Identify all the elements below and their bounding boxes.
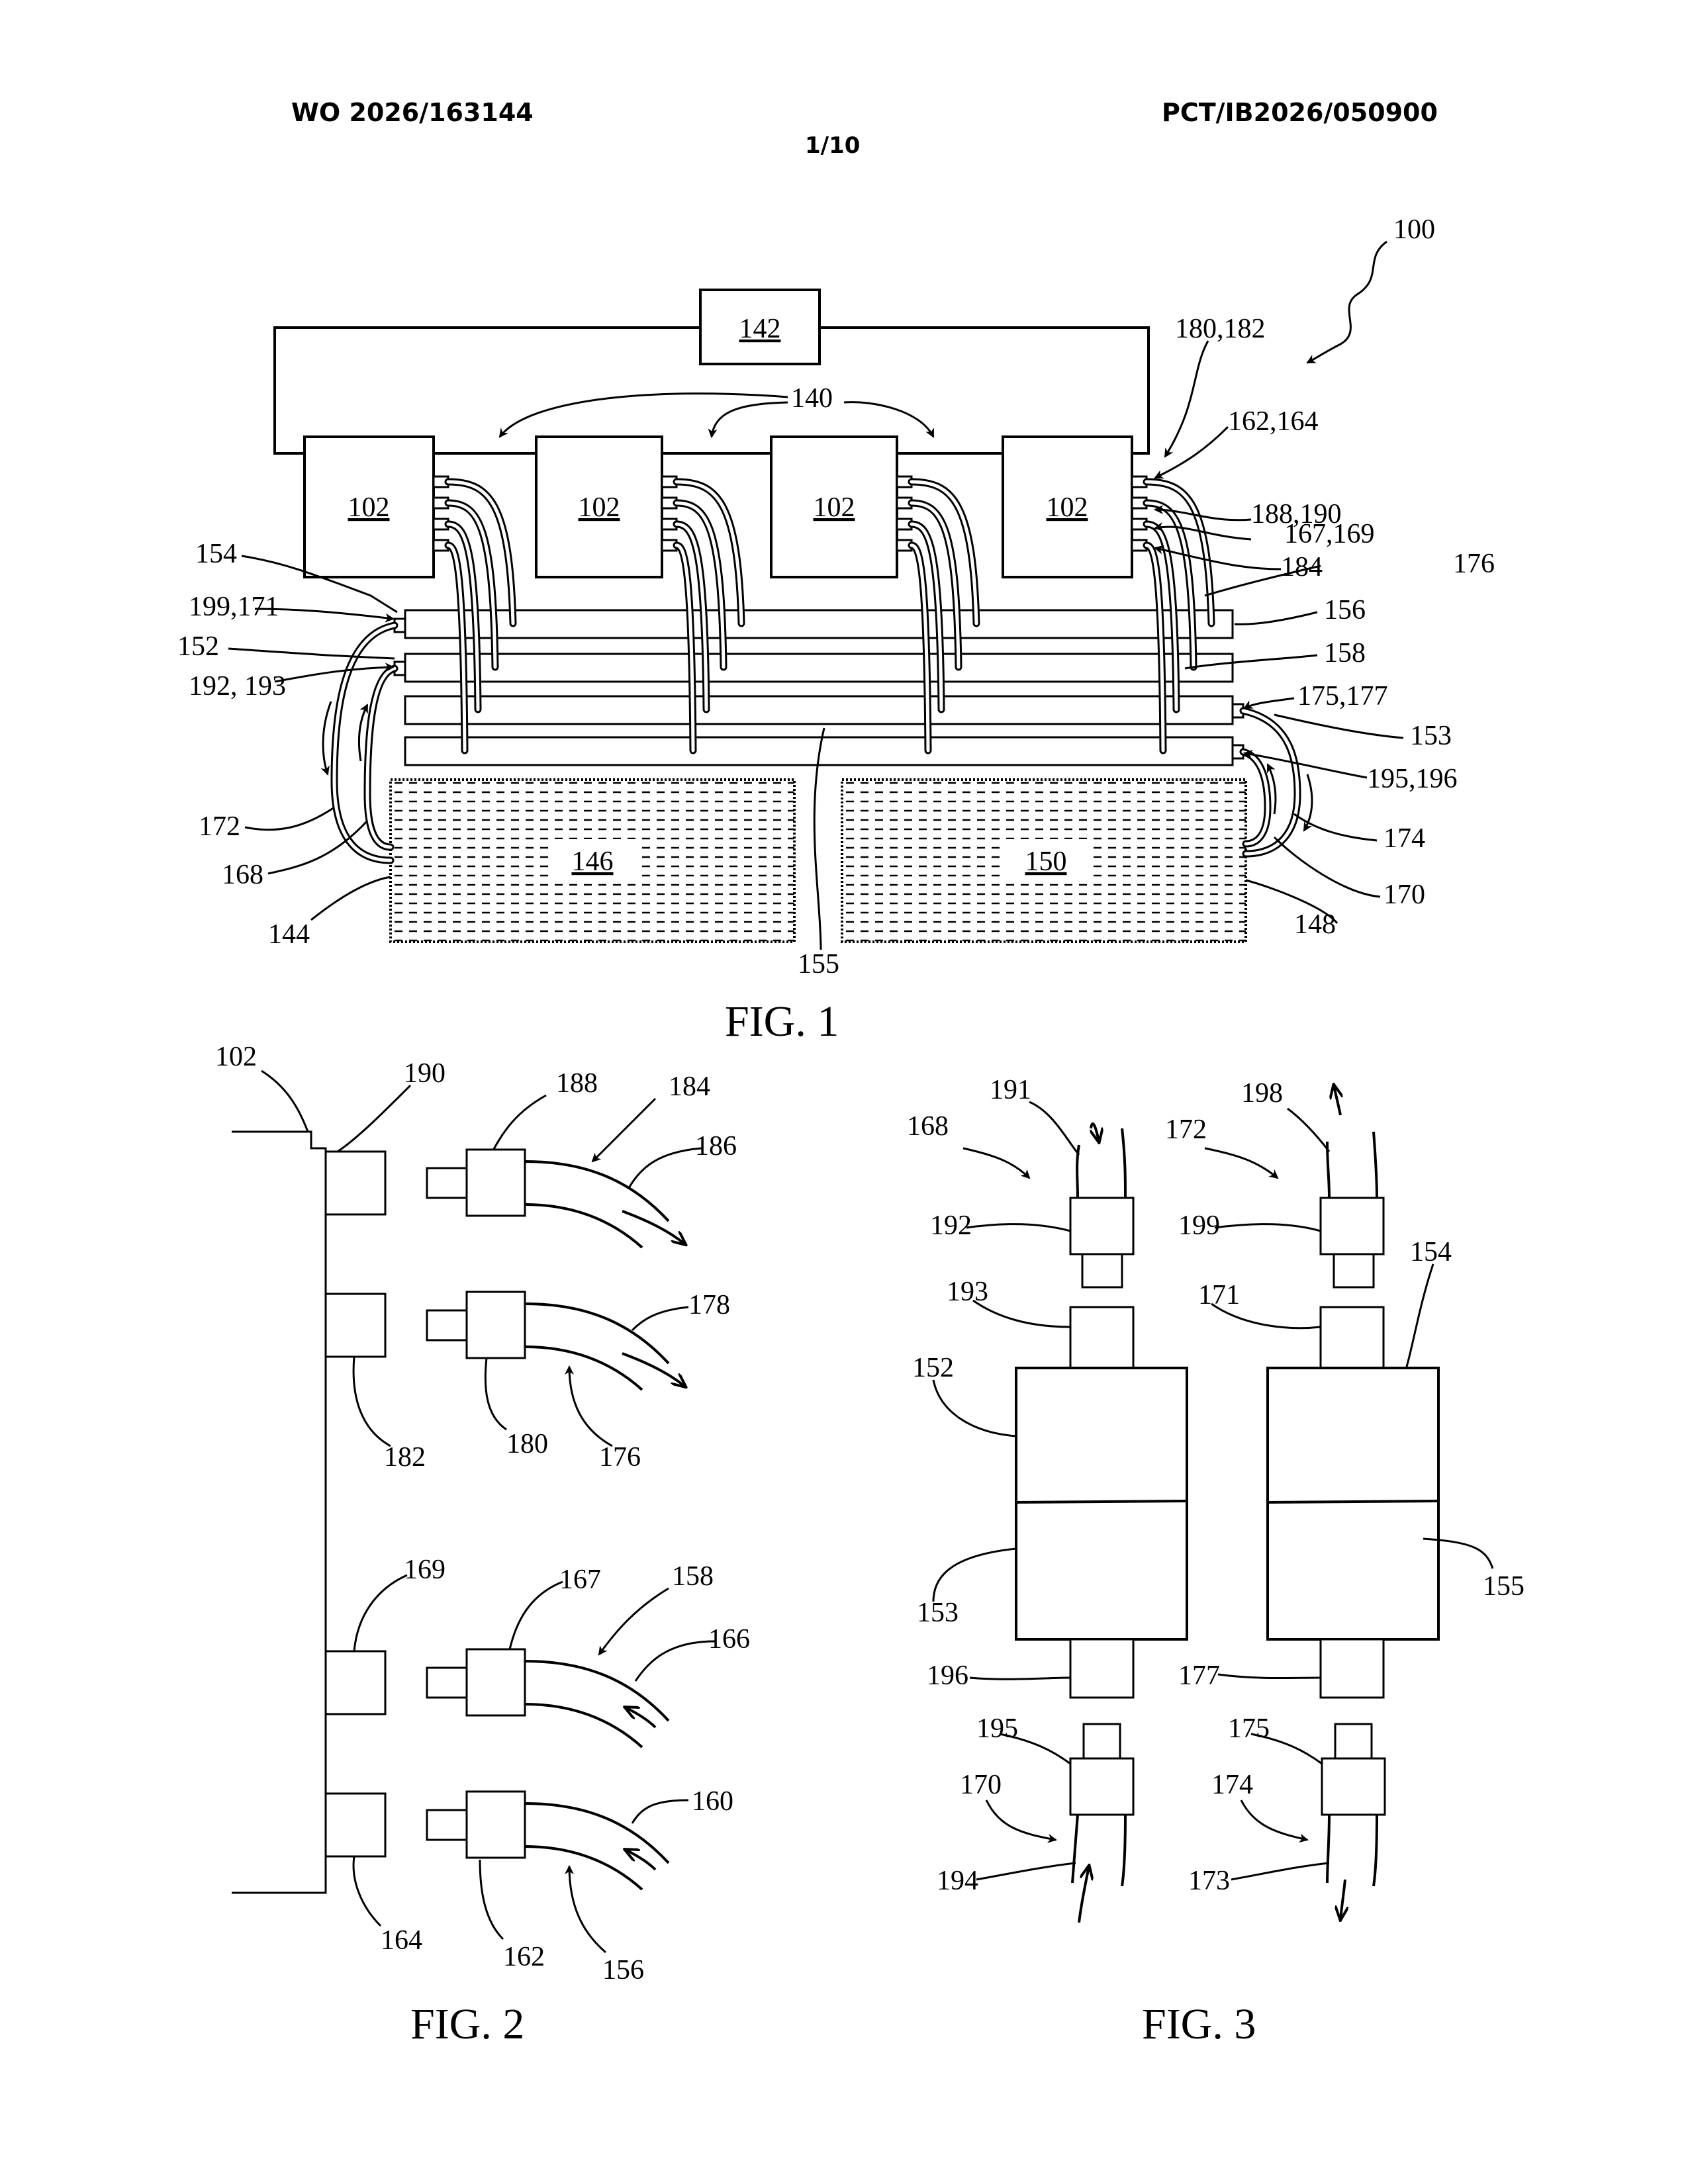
- ref-144: 144: [268, 919, 310, 950]
- ref-167: 167: [559, 1565, 601, 1595]
- tank-left: 146: [391, 780, 794, 942]
- ref-140: 140: [791, 383, 833, 414]
- ref-168: 168: [222, 860, 263, 890]
- ref-164: 164: [381, 1925, 422, 1956]
- body-154-155: [1268, 1368, 1438, 1639]
- ref-148: 148: [1294, 909, 1336, 940]
- ref-152: 152: [177, 631, 219, 662]
- ref-176: 176: [1453, 549, 1495, 579]
- ref-156: 156: [1324, 595, 1366, 625]
- ref-194: 194: [937, 1866, 978, 1896]
- ref-174: 174: [1211, 1770, 1253, 1800]
- ref-190: 190: [404, 1058, 445, 1089]
- module-2: 102: [536, 437, 662, 577]
- ref-172: 172: [199, 811, 240, 842]
- ref-199: 199: [1178, 1210, 1220, 1241]
- module-3: 102: [771, 437, 897, 577]
- coupling-196: [1070, 1639, 1133, 1698]
- connector-188: [427, 1150, 669, 1248]
- ref-167-169: 167,169: [1284, 519, 1375, 549]
- fig2-caption: FIG. 2: [410, 2000, 524, 2048]
- ref-173: 173: [1188, 1866, 1230, 1896]
- ref-169: 169: [404, 1555, 445, 1585]
- ref-102: 102: [215, 1042, 257, 1072]
- module-1: 102: [305, 437, 434, 577]
- ref-170: 170: [960, 1770, 1002, 1800]
- fig1: 100 142 140 102 102 102 102: [177, 214, 1495, 1046]
- fig2: 102: [215, 1042, 750, 2048]
- hose-170: [1070, 1724, 1133, 1886]
- body-152-153: [1016, 1368, 1187, 1639]
- tank-left-label: 146: [572, 846, 614, 877]
- ref-196: 196: [927, 1661, 968, 1691]
- ref-191: 191: [990, 1075, 1031, 1105]
- connector-162: [427, 1792, 669, 1889]
- ref-178: 178: [688, 1290, 730, 1320]
- tank-right: 150: [842, 780, 1246, 942]
- ref-184: 184: [669, 1071, 710, 1102]
- controller-label: 142: [739, 314, 781, 344]
- module-label: 102: [814, 492, 855, 523]
- module-label: 102: [348, 492, 390, 523]
- manifolds: [395, 610, 1243, 765]
- ref-195: 195: [976, 1713, 1018, 1744]
- ref-166: 166: [708, 1624, 750, 1655]
- coupling-171: [1321, 1307, 1383, 1368]
- ref-192: 192: [930, 1210, 972, 1241]
- fig3-caption: FIG. 3: [1142, 2000, 1256, 2048]
- connector-180: [427, 1292, 669, 1390]
- fig3: 191 198 168 172 192 199 154 193 171 152 …: [907, 1075, 1524, 2048]
- ref-153: 153: [917, 1598, 959, 1628]
- module-4: 102: [1003, 437, 1132, 577]
- ref-154: 154: [195, 539, 237, 569]
- module-label: 102: [579, 492, 620, 523]
- ref-175-177: 175,177: [1297, 681, 1388, 711]
- socket-164: [326, 1794, 385, 1856]
- coupling-177: [1321, 1639, 1383, 1698]
- ref-174: 174: [1383, 823, 1425, 854]
- ref-156: 156: [602, 1955, 644, 1985]
- ref-170: 170: [1383, 880, 1425, 910]
- ref-171: 171: [1198, 1280, 1240, 1310]
- ref-198: 198: [1241, 1078, 1283, 1109]
- ref-155: 155: [1483, 1571, 1524, 1602]
- ref-155: 155: [798, 949, 839, 979]
- hose-168: [1070, 1128, 1133, 1287]
- ref-162-164: 162,164: [1228, 406, 1319, 437]
- ref-158: 158: [1324, 638, 1366, 668]
- socket-190: [326, 1152, 385, 1214]
- ref-175: 175: [1228, 1713, 1270, 1744]
- ref-158: 158: [672, 1561, 714, 1592]
- hose-174: [1322, 1724, 1385, 1886]
- ref-176: 176: [599, 1442, 641, 1473]
- ref-162: 162: [503, 1942, 545, 1972]
- ref-100: 100: [1393, 214, 1435, 245]
- fig1-caption: FIG. 1: [725, 997, 839, 1046]
- ref-186: 186: [695, 1131, 737, 1161]
- ref-152: 152: [912, 1353, 954, 1383]
- socket-169: [326, 1651, 385, 1714]
- ref-180-182: 180,182: [1175, 314, 1266, 344]
- ref-188: 188: [556, 1068, 598, 1099]
- ref-192-193: 192, 193: [189, 671, 286, 702]
- ref-177: 177: [1178, 1661, 1220, 1691]
- ref-160: 160: [692, 1786, 733, 1817]
- coupling-193: [1070, 1307, 1133, 1368]
- ref-168: 168: [907, 1111, 949, 1142]
- ref-182: 182: [384, 1442, 426, 1473]
- hose-172: [1321, 1132, 1383, 1287]
- tank-right-label: 150: [1025, 846, 1067, 877]
- ref-154: 154: [1410, 1237, 1452, 1267]
- ref-193: 193: [947, 1277, 988, 1307]
- socket-182: [326, 1294, 385, 1357]
- ref-153: 153: [1410, 721, 1452, 751]
- ref-199-171: 199,171: [189, 592, 279, 622]
- ref-184: 184: [1281, 552, 1323, 582]
- ref-180: 180: [506, 1429, 548, 1459]
- ref-195-196: 195,196: [1367, 764, 1458, 794]
- connector-167: [427, 1649, 669, 1747]
- ref-172: 172: [1165, 1115, 1207, 1145]
- module-label: 102: [1047, 492, 1088, 523]
